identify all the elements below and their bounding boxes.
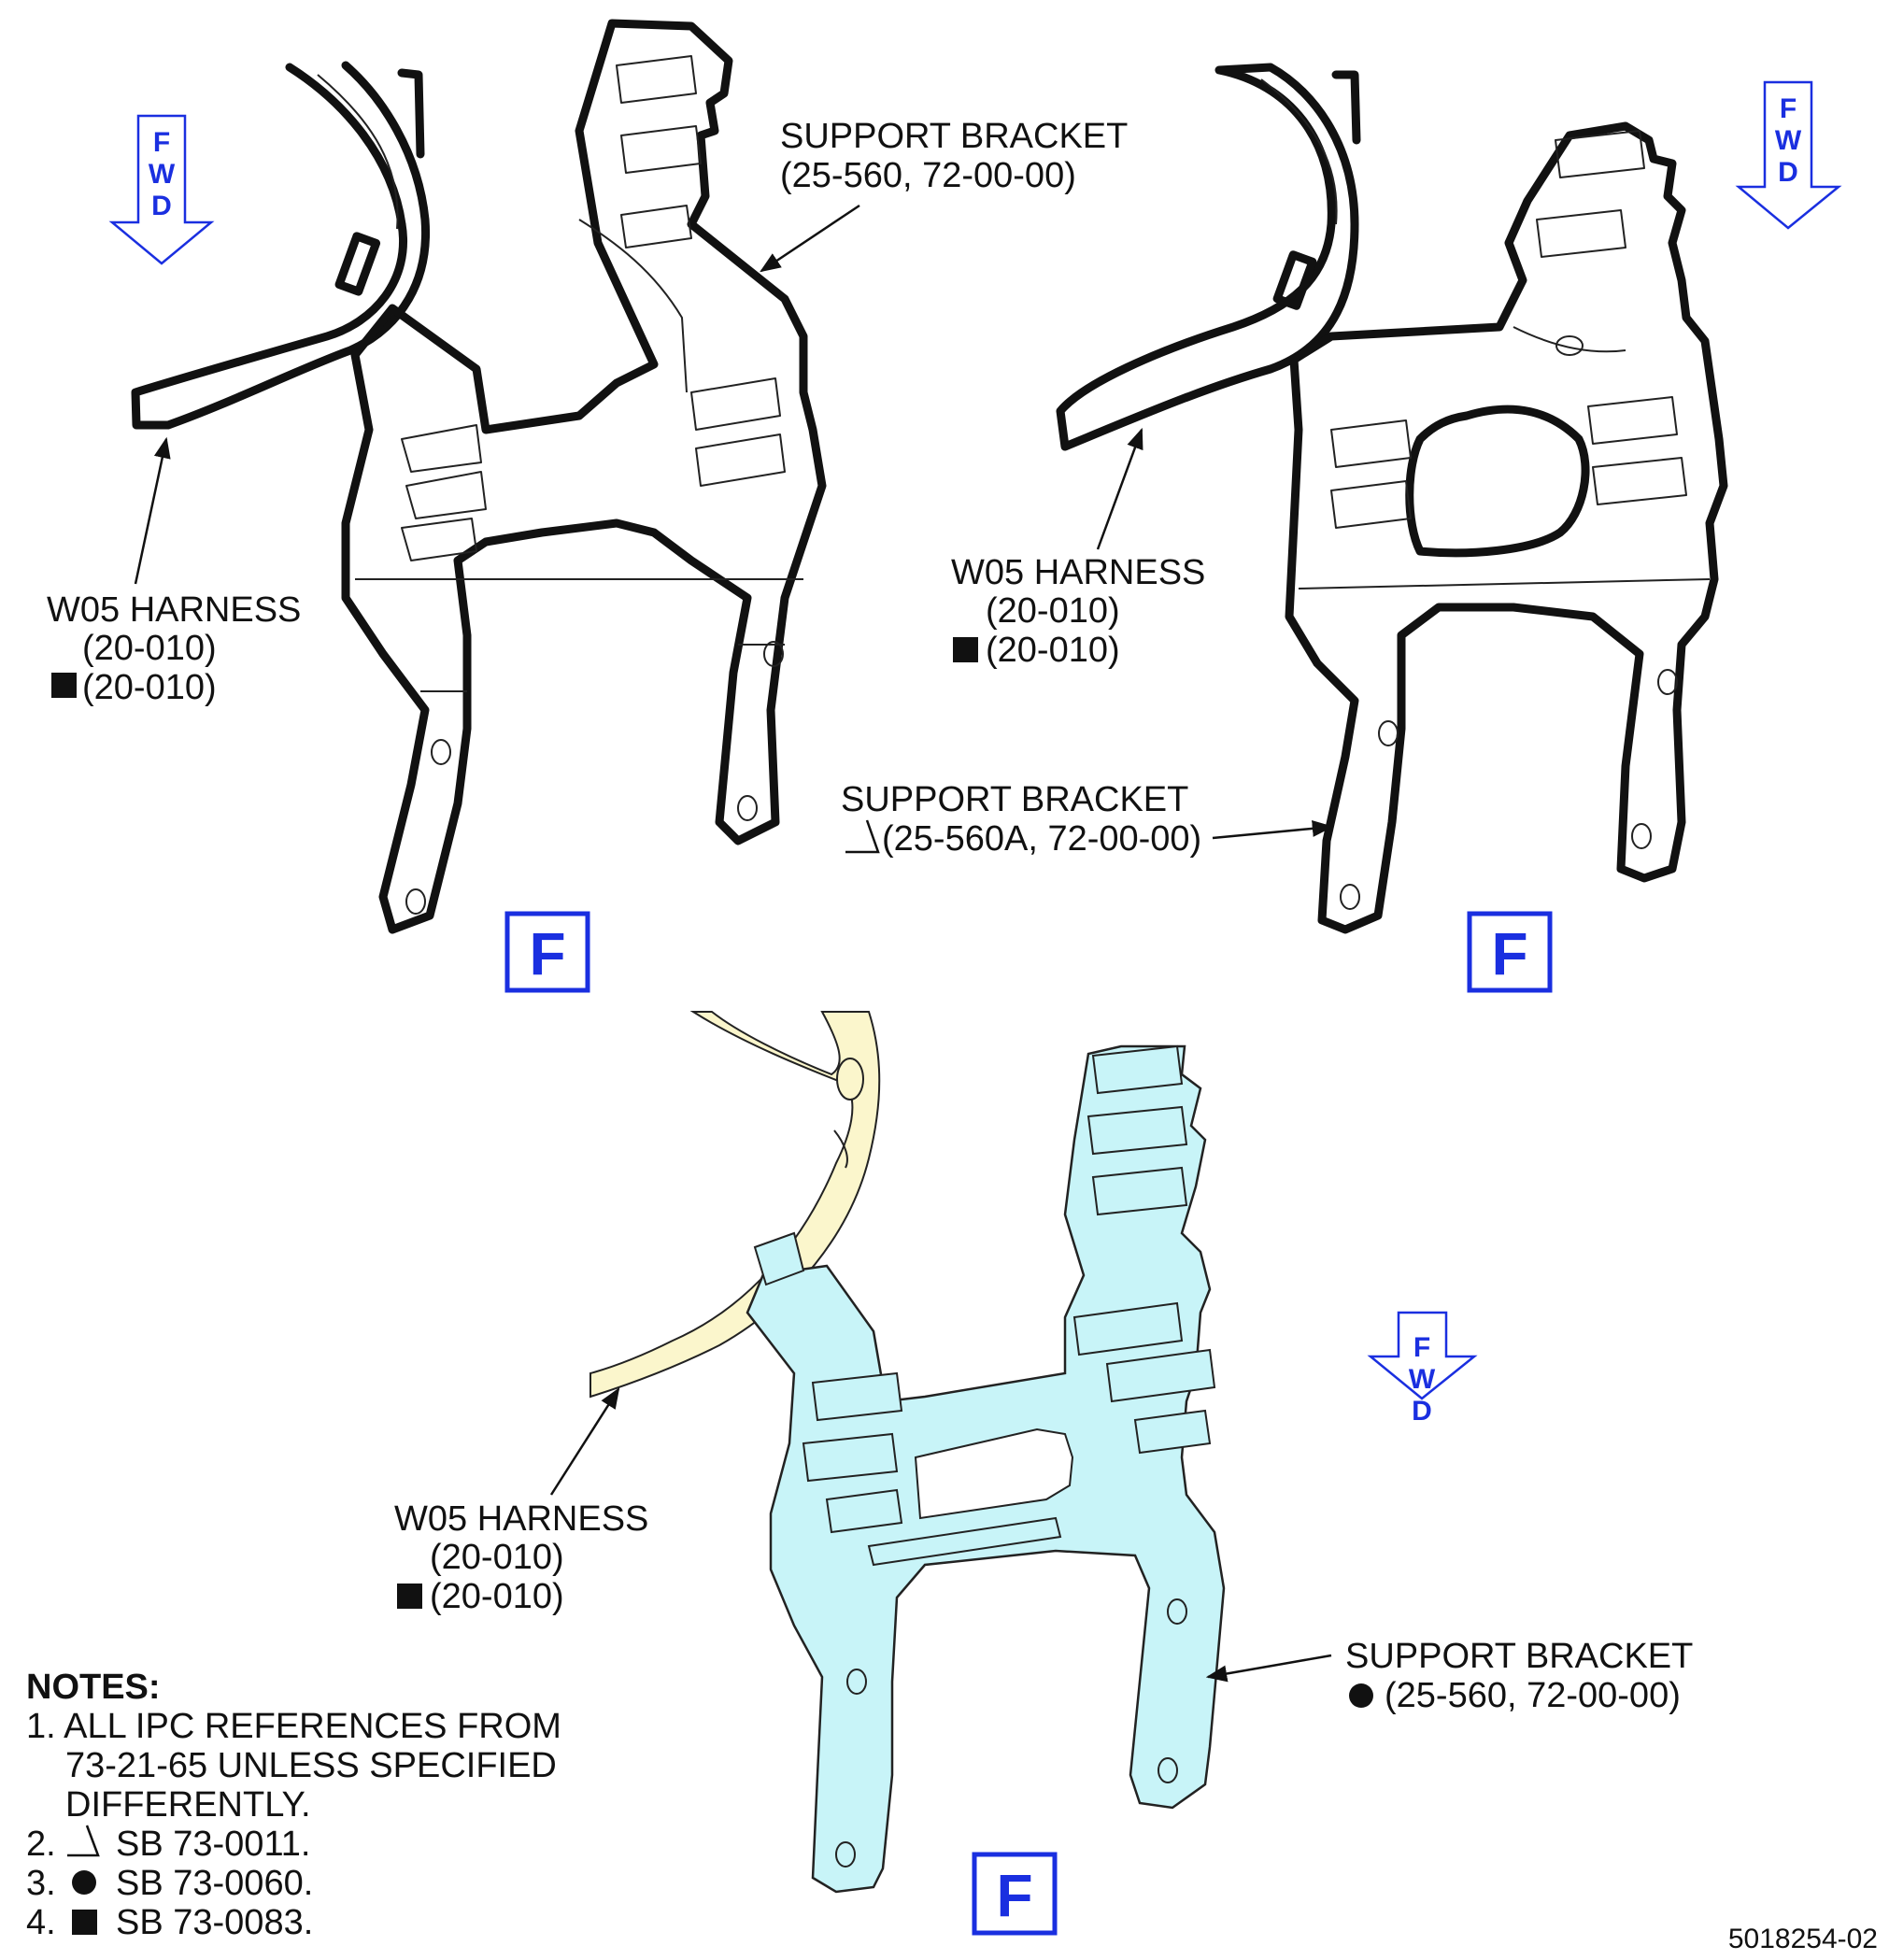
note-2-text: SB 73-0011. [116,1825,310,1864]
fwd-arrow-icon: F W D [1367,1311,1478,1427]
harness-callout: W05 HARNESS (20-010) (20-010) [951,427,1205,670]
square-effectivity-icon [953,637,978,662]
fwd-letter: W [1409,1364,1436,1395]
support-bracket-reference: (25-560A, 72-00-00) [882,819,1201,859]
view-f-letter: F [996,1862,1032,1929]
harness-reference-alt: (20-010) [986,631,1120,670]
support-bracket-shape [746,1044,1226,1894]
harness-outline [131,61,431,430]
view-f-badge: F [972,1852,1058,1936]
harness-label: W05 HARNESS [394,1499,648,1539]
square-effectivity-icon [72,1910,97,1935]
circle-effectivity-icon [72,1870,96,1895]
harness-outline [1056,63,1361,451]
note-2-number: 2. [26,1825,56,1864]
note-3-text: SB 73-0060. [116,1864,313,1903]
harness-reference: (20-010) [986,591,1120,631]
note-3-number: 3. [26,1864,56,1903]
note-4-number: 4. [26,1903,56,1942]
triangle-effectivity-icon [845,819,880,854]
fwd-letter: F [1780,93,1797,124]
view-f-letter: F [529,920,565,987]
circle-effectivity-icon [1349,1683,1373,1708]
fwd-letter: W [1775,125,1802,156]
fwd-letter: D [1778,157,1798,188]
harness-reference-alt: (20-010) [430,1577,564,1616]
notes-block: NOTES: 1. ALL IPC REFERENCES FROM 73-21-… [26,1668,561,1942]
harness-callout: W05 HARNESS (20-010) (20-010) [47,436,301,707]
support-bracket-label: SUPPORT BRACKET [841,780,1188,819]
view-top-right: F W D W05 HARNESS (20-010) [841,63,1842,993]
figure-id: 5018254-02 [1728,1924,1878,1954]
support-bracket-outline [341,19,827,934]
view-f-badge: F [1467,911,1553,993]
fwd-letter: W [149,159,176,190]
note-1-line-2: 73-21-65 UNLESS SPECIFIED [65,1746,557,1785]
view-f-badge: F [504,911,590,993]
fwd-arrow-icon: F W D [108,114,215,265]
fwd-arrow-icon: F W D [1735,80,1842,230]
fwd-letter: F [1413,1332,1430,1363]
harness-label: W05 HARNESS [47,590,301,630]
triangle-effectivity-icon [67,1825,100,1857]
harness-shape [589,1011,881,1399]
view-f-letter: F [1491,920,1527,987]
fwd-letter: F [153,127,170,158]
harness-reference: (20-010) [82,629,217,668]
support-bracket-outline [1285,121,1728,934]
note-1-line-1: 1. ALL IPC REFERENCES FROM [26,1707,561,1746]
harness-reference: (20-010) [430,1538,564,1577]
support-bracket-callout: SUPPORT BRACKET (25-560A, 72-00-00) [841,780,1334,859]
square-effectivity-icon [397,1584,422,1609]
support-bracket-reference: (25-560, 72-00-00) [1385,1676,1681,1715]
harness-callout: W05 HARNESS (20-010) (20-010) [394,1387,648,1616]
notes-heading: NOTES: [26,1668,161,1707]
note-4-text: SB 73-0083. [116,1903,313,1942]
note-1-line-3: DIFFERENTLY. [65,1785,311,1825]
harness-label: W05 HARNESS [951,553,1205,592]
fwd-letter: D [151,191,172,221]
view-bottom: F W D [394,1011,1693,1936]
harness-reference-alt: (20-010) [82,668,217,707]
fwd-letter: D [1412,1396,1432,1427]
support-bracket-label: SUPPORT BRACKET [1345,1637,1693,1676]
support-bracket-callout: SUPPORT BRACKET (25-560, 72-00-00) [760,117,1128,273]
support-bracket-callout: SUPPORT BRACKET (25-560, 72-00-00) [1205,1637,1693,1715]
support-bracket-label: SUPPORT BRACKET [780,117,1128,156]
view-top-left: F W D SUPPORT B [47,19,1128,993]
support-bracket-reference: (25-560, 72-00-00) [780,156,1076,195]
square-effectivity-icon [51,673,77,698]
